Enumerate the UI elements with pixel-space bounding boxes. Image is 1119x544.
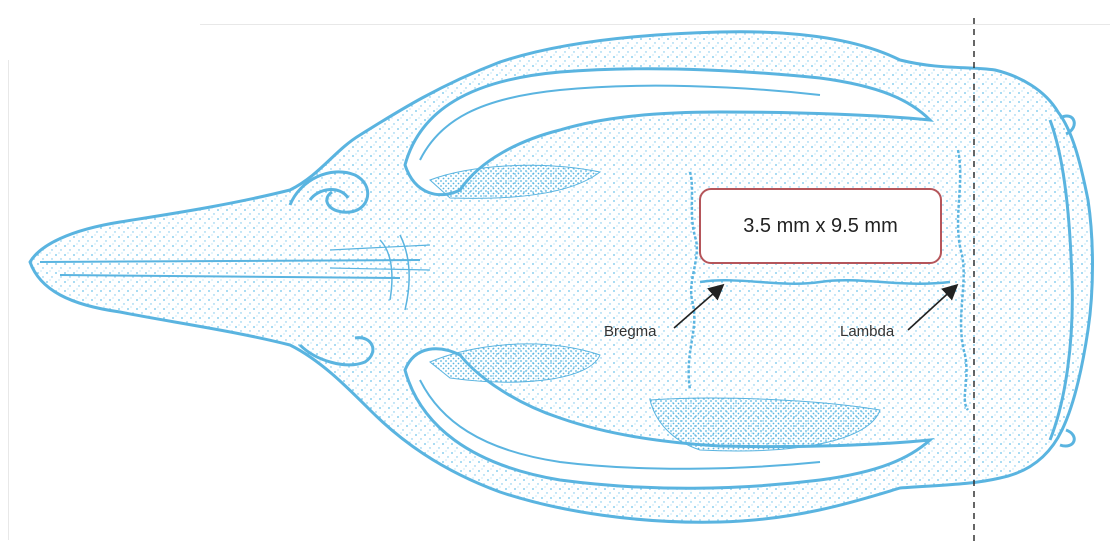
bregma-label: Bregma: [604, 323, 657, 340]
dimensions-box: 3.5 mm x 9.5 mm: [699, 188, 942, 264]
dimensions-text: 3.5 mm x 9.5 mm: [743, 215, 897, 238]
lambda-label: Lambda: [840, 323, 894, 340]
